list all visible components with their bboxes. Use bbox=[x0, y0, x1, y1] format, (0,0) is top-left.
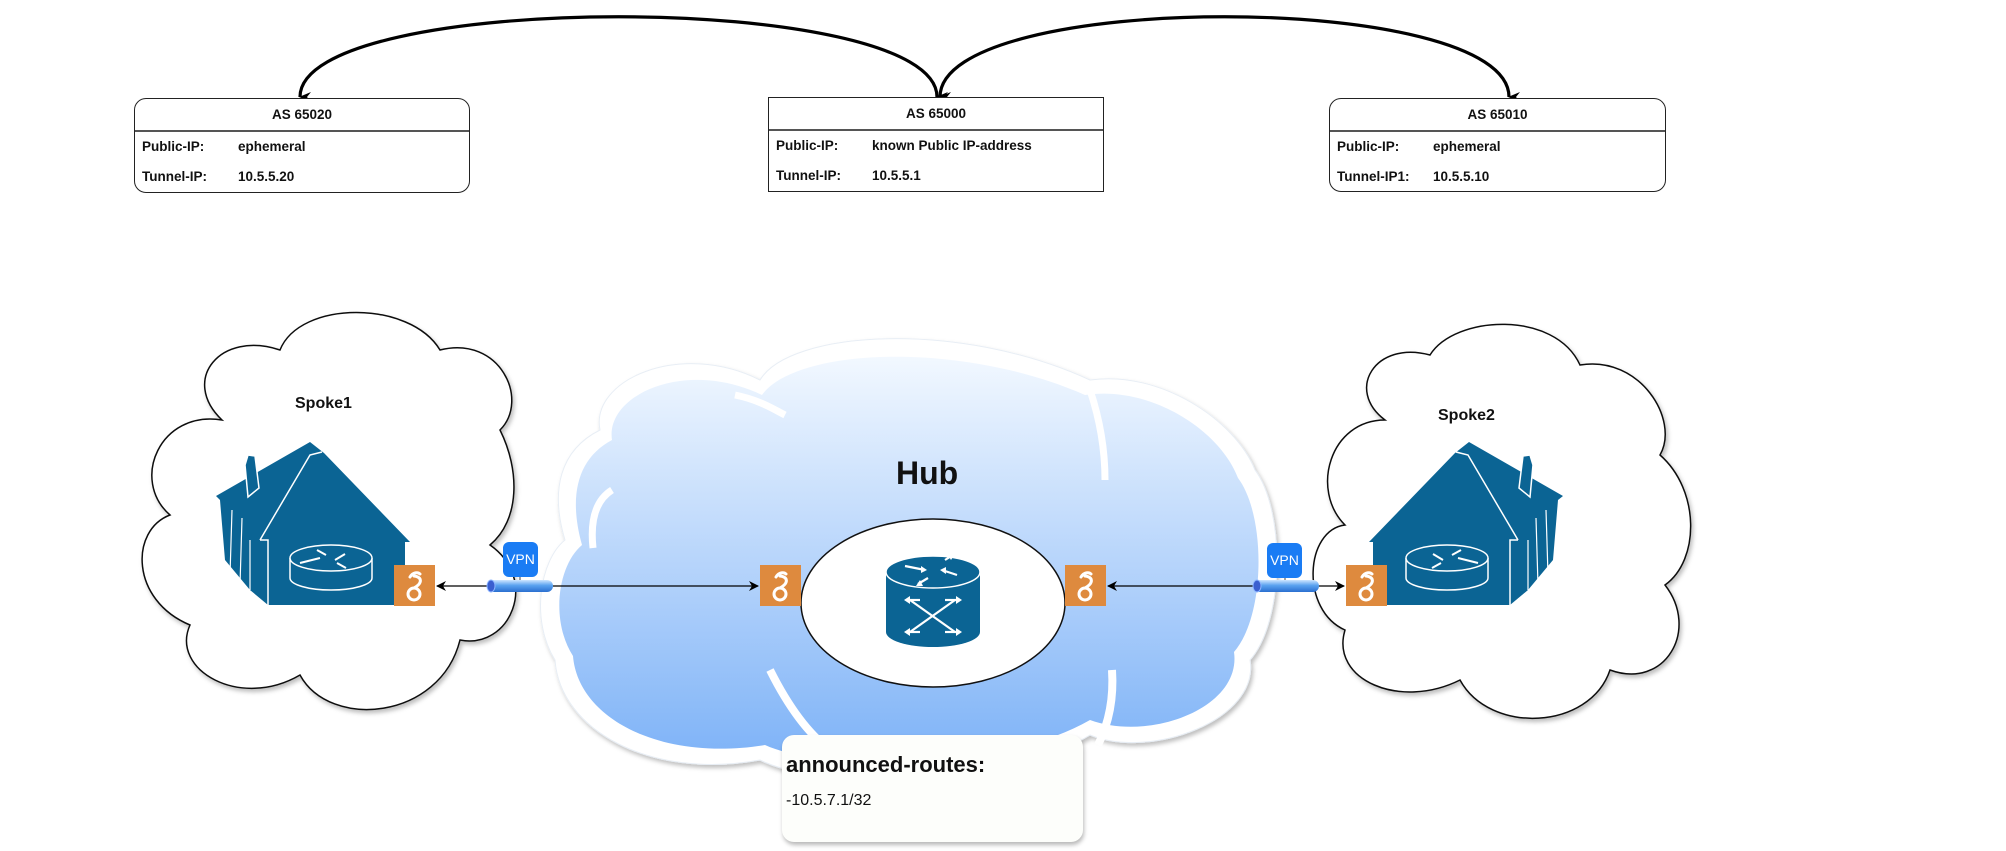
vpn-tunnel-pipe-icon-right[interactable] bbox=[1252, 576, 1319, 593]
wireguard-icon-hub-left[interactable] bbox=[760, 565, 801, 606]
spoke2-label: Spoke2 bbox=[1438, 407, 1495, 424]
row-value: ephemeral bbox=[238, 139, 306, 154]
as-box-row-public-ip: Public-IP: known Public IP-address bbox=[769, 131, 1103, 161]
bgp-arc-hub-to-spoke2 bbox=[938, 15, 1521, 103]
as-box-row-tunnel-ip: Tunnel-IP: 10.5.5.1 bbox=[769, 161, 1103, 191]
as-box-title: AS 65020 bbox=[135, 99, 469, 132]
as-box-title: AS 65010 bbox=[1330, 99, 1665, 132]
row-value: known Public IP-address bbox=[872, 138, 1032, 153]
hub-cloud-seam bbox=[588, 487, 615, 549]
row-key: Public-IP: bbox=[776, 138, 839, 153]
row-value: 10.5.5.20 bbox=[238, 169, 295, 184]
row-key: Public-IP: bbox=[142, 139, 205, 154]
as-box-title: AS 65000 bbox=[769, 98, 1103, 131]
router-disk bbox=[289, 544, 373, 591]
hub-cloud-seam bbox=[734, 391, 787, 419]
hub-cloud-seam bbox=[1086, 388, 1109, 481]
row-value: 10.5.5.10 bbox=[1433, 169, 1490, 184]
as-box-spoke1[interactable]: AS 65020 Public-IP: ephemeral Tunnel-IP:… bbox=[134, 98, 470, 193]
vpn-badge-right[interactable]: VPN bbox=[1267, 543, 1302, 578]
row-key: Tunnel-IP: bbox=[776, 168, 841, 183]
bgp-arc-hub-to-spoke1 bbox=[298, 15, 949, 103]
as-box-row-tunnel-ip: Tunnel-IP1: 10.5.5.10 bbox=[1330, 162, 1665, 192]
wireguard-icon-spoke1[interactable] bbox=[394, 565, 435, 606]
bgp-peering-arcs bbox=[298, 15, 1521, 103]
row-key: Tunnel-IP: bbox=[142, 169, 207, 184]
as-box-row-tunnel-ip: Tunnel-IP: 10.5.5.20 bbox=[135, 162, 469, 192]
wireguard-icon-spoke2[interactable] bbox=[1346, 565, 1387, 606]
as-box-hub[interactable]: AS 65000 Public-IP: known Public IP-addr… bbox=[768, 97, 1104, 192]
row-key: Public-IP: bbox=[1337, 139, 1400, 154]
spoke2-home-router-icon[interactable] bbox=[1369, 442, 1563, 605]
spoke1-home-router-icon[interactable] bbox=[216, 442, 410, 605]
as-box-row-public-ip: Public-IP: ephemeral bbox=[1330, 132, 1665, 162]
announced-routes-title: announced-routes: bbox=[786, 752, 986, 777]
wireguard-icon-hub-right[interactable] bbox=[1065, 565, 1106, 606]
hub-cloud-seam bbox=[1094, 669, 1117, 747]
vpn-tunnel-pipe-icon-left[interactable] bbox=[486, 576, 553, 593]
hub-router-icon[interactable] bbox=[885, 554, 981, 647]
row-key: Tunnel-IP1: bbox=[1337, 169, 1410, 184]
row-value: 10.5.5.1 bbox=[872, 168, 921, 183]
hub-label: Hub bbox=[896, 455, 959, 491]
spoke1-label: Spoke1 bbox=[295, 395, 352, 412]
announced-routes-note[interactable]: announced-routes: -10.5.7.1/32 bbox=[782, 735, 1083, 842]
vpn-badge-left[interactable]: VPN bbox=[503, 542, 538, 577]
as-box-spoke2[interactable]: AS 65010 Public-IP: ephemeral Tunnel-IP1… bbox=[1329, 98, 1666, 192]
announced-route-item: -10.5.7.1/32 bbox=[786, 792, 872, 809]
as-box-row-public-ip: Public-IP: ephemeral bbox=[135, 132, 469, 162]
row-value: ephemeral bbox=[1433, 139, 1501, 154]
